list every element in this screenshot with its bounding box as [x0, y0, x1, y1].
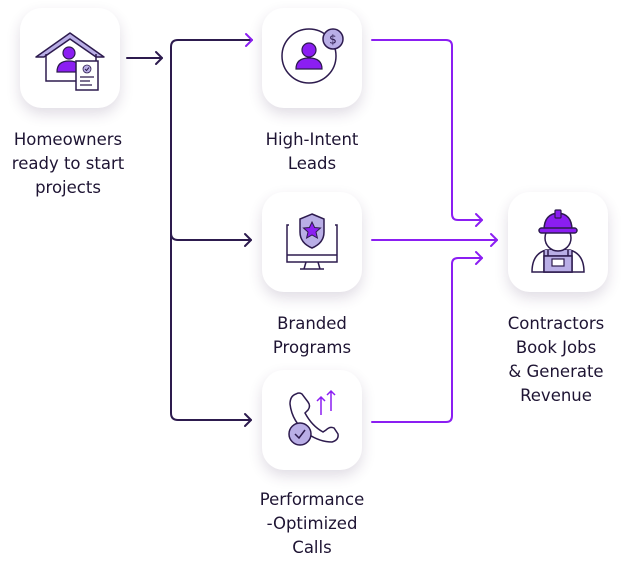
arrow-homeowners-to-branch — [126, 51, 163, 65]
arrows-to-contractors — [371, 39, 498, 423]
arrowheads-left — [244, 233, 252, 427]
contractors-label: Contractors Book Jobs & Generate Revenue — [507, 314, 605, 405]
homeowners-label: Homeowners ready to start projects — [11, 130, 125, 197]
calls-label: Performance -Optimized Calls — [259, 490, 365, 557]
svg-text:$: $ — [329, 33, 337, 47]
leads-label: High-Intent Leads — [265, 130, 359, 173]
house-person-document-icon — [35, 32, 105, 91]
programs-label: Branded Programs — [272, 314, 352, 357]
phone-arrows-check-icon — [288, 389, 339, 446]
branch-trunk — [170, 39, 253, 421]
homeowners-card — [20, 8, 120, 108]
person-dollar-icon: $ — [281, 28, 344, 84]
contractors-card — [508, 192, 608, 292]
programs-card — [262, 192, 362, 292]
leads-card: $ — [262, 8, 362, 108]
calls-card — [262, 370, 362, 470]
monitor-shield-star-icon — [286, 213, 338, 270]
contractor-hardhat-icon — [531, 209, 585, 273]
